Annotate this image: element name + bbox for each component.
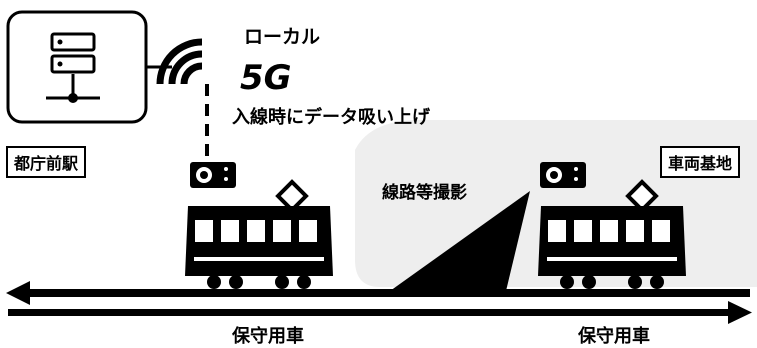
arrow-right-icon (8, 301, 752, 324)
camera-beam (390, 191, 530, 291)
wifi-signal-icon (156, 38, 203, 85)
local-label: ローカル (244, 26, 321, 48)
station-left-label: 都庁前駅 (6, 146, 87, 178)
train-icon (538, 179, 686, 289)
camera-icon (540, 162, 586, 188)
track-shoot-label: 線路等撮影 (382, 183, 467, 203)
server-icon (6, 10, 172, 124)
train-icon (185, 179, 333, 289)
station-right-label: 車両基地 (660, 146, 741, 178)
car-right-label: 保守用車 (578, 326, 650, 347)
arrow-left-icon (6, 281, 750, 305)
camera-icon (190, 162, 236, 188)
fiveg-label: 5G (240, 58, 292, 98)
upload-label: 入線時にデータ吸い上げ (232, 107, 430, 128)
car-left-label: 保守用車 (232, 326, 304, 347)
